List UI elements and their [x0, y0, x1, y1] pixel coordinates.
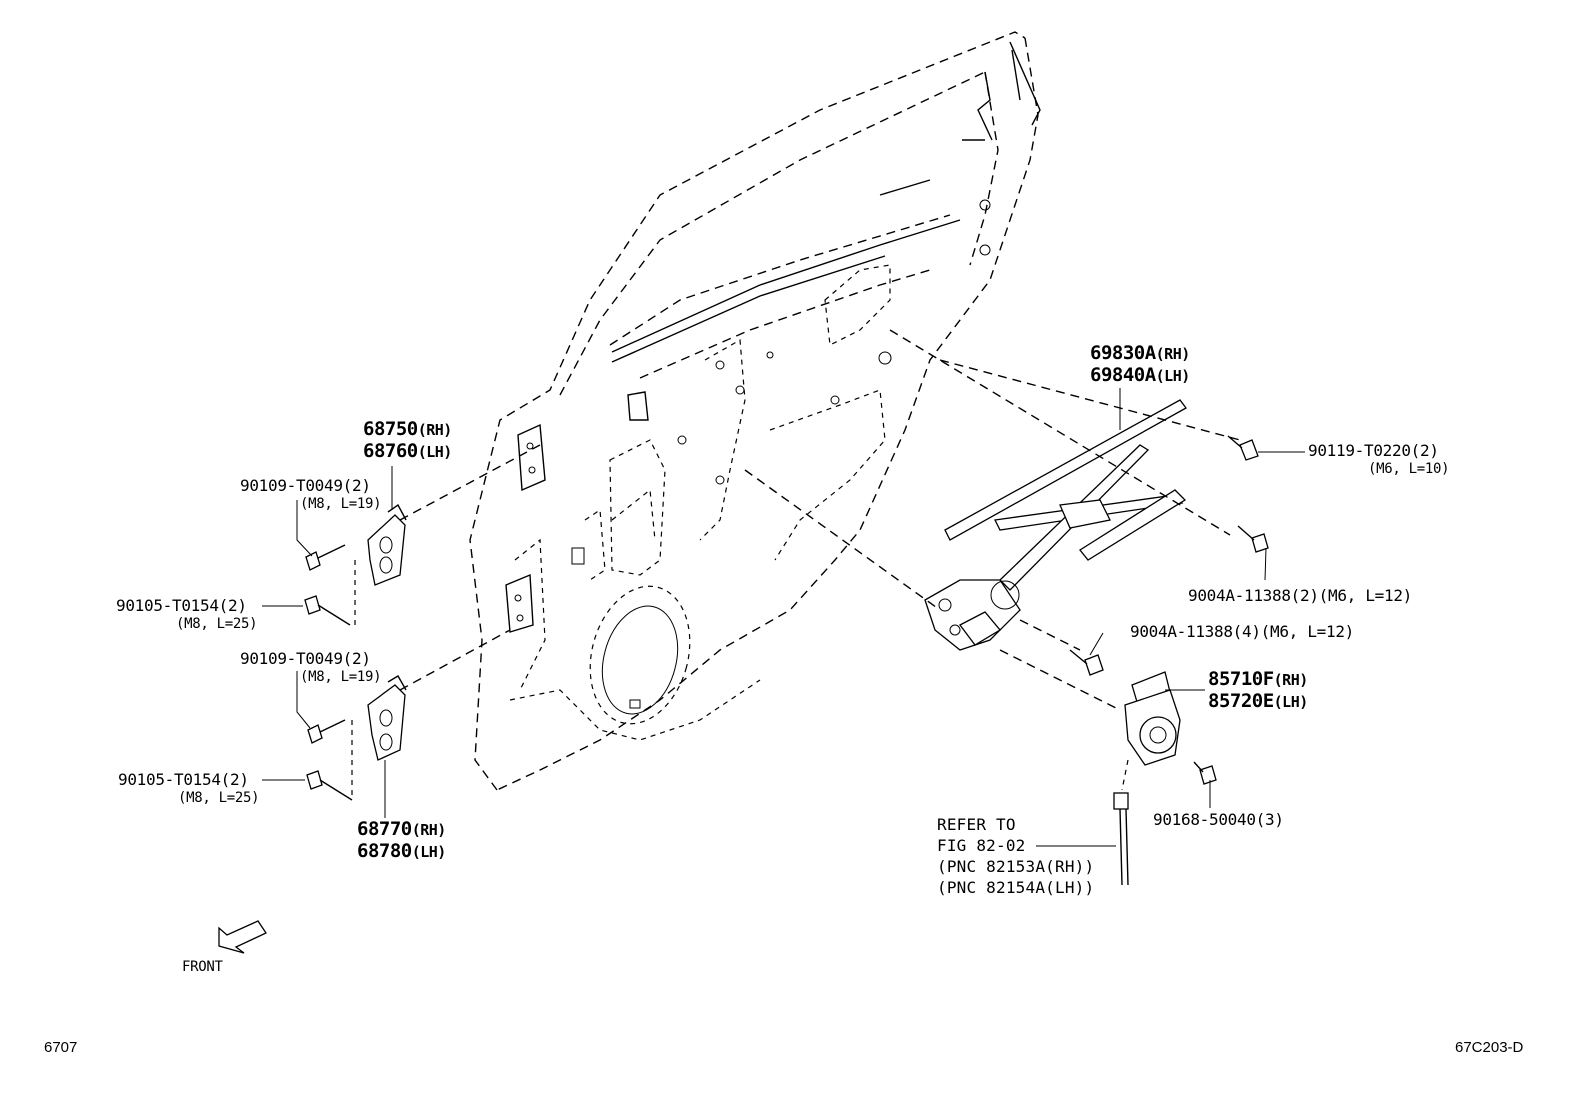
motor-screw [1193, 761, 1217, 785]
label-68770: 68770(RH) [357, 818, 446, 840]
label-90119: 90119-T0220(2) [1308, 441, 1439, 460]
label-9004a-4: 9004A-11388(4)(M6, L=12) [1130, 622, 1354, 641]
lower-hinge [351, 629, 511, 800]
rear-door-panel [469, 31, 1041, 791]
refer-line-4: (PNC 82154A(LH)) [937, 878, 1095, 897]
label-68760: 68760(LH) [363, 440, 452, 462]
refer-line-1: REFER TO [937, 815, 1016, 834]
refer-note: REFER TO FIG 82-02 (PNC 82153A(RH)) (PNC… [937, 814, 1094, 898]
lower-bolt-b [306, 770, 353, 801]
spec-90109-lower: (M8, L=19) [300, 669, 382, 685]
label-90168: 90168-50040(3) [1153, 810, 1284, 829]
upper-bolt-a [305, 544, 346, 571]
label-85710f: 85710F(RH) [1208, 668, 1308, 690]
label-68780: 68780(LH) [357, 840, 446, 862]
label-9004a-2: 9004A-11388(2)(M6, L=12) [1188, 586, 1412, 605]
label-69830a: 69830A(RH) [1090, 342, 1190, 364]
front-arrow-icon [218, 920, 267, 954]
spec-90105-lower: (M8, L=25) [178, 790, 260, 806]
refer-line-3: (PNC 82153A(RH)) [937, 857, 1095, 876]
upper-bolt-b [304, 595, 351, 626]
spec-90105-upper: (M8, L=25) [176, 616, 258, 632]
label-90109-upper: 90109-T0049(2) [240, 476, 371, 495]
regulator-bolt-top [1227, 435, 1259, 461]
regulator-bolt-low [1069, 649, 1104, 676]
lower-bolt-a [307, 719, 346, 744]
window-regulator [744, 329, 1241, 711]
label-68750: 68750(RH) [363, 418, 452, 440]
label-90105-upper: 90105-T0154(2) [116, 596, 247, 615]
label-85720e: 85720E(LH) [1208, 690, 1308, 712]
regulator-motor [1121, 671, 1181, 791]
leader-lines [262, 388, 1305, 847]
footer-right-code: 67C203-D [1455, 1039, 1524, 1056]
motor-connector [1113, 792, 1129, 886]
spec-90119: (M6, L=10) [1368, 461, 1450, 477]
upper-hinge [354, 444, 541, 630]
spec-90109-upper: (M8, L=19) [300, 496, 382, 512]
label-69840a: 69840A(LH) [1090, 364, 1190, 386]
label-90105-lower: 90105-T0154(2) [118, 770, 249, 789]
footer-left-code: 6707 [44, 1039, 78, 1056]
regulator-bolt-mid [1237, 525, 1269, 553]
refer-line-2: FIG 82-02 [937, 836, 1026, 855]
label-90109-lower: 90109-T0049(2) [240, 649, 371, 668]
front-label: FRONT [182, 959, 223, 975]
